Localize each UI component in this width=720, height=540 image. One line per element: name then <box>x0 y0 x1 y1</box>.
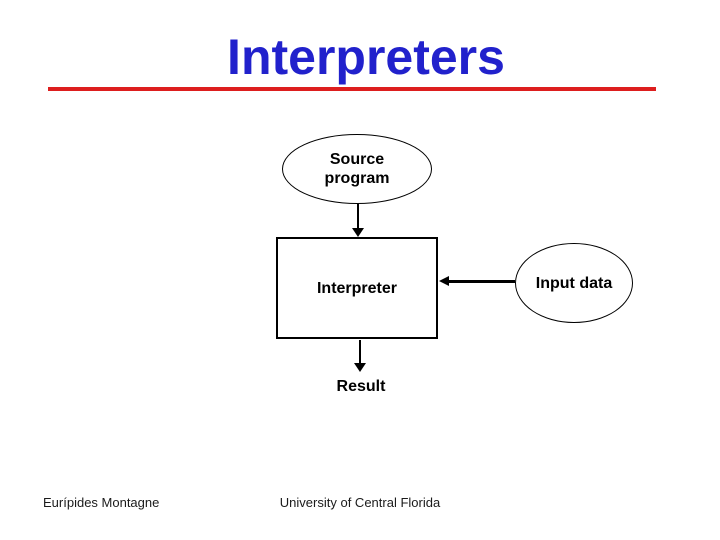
title-underline <box>48 87 656 91</box>
footer-author: Eurípides Montagne <box>43 495 160 510</box>
source-program-node: Source program <box>282 134 432 204</box>
arrow-down-icon <box>352 228 364 237</box>
slide-title: Interpreters <box>227 29 505 85</box>
interpreter-label: Interpreter <box>316 279 398 297</box>
arrow-down-icon <box>354 363 366 372</box>
footer-institution: University of Central Florida <box>279 495 441 510</box>
edge-source-to-interpreter-line <box>357 204 359 231</box>
arrow-left-icon <box>439 276 449 286</box>
input-data-label: Input data <box>535 274 613 292</box>
edge-interpreter-to-result-line <box>359 340 361 366</box>
edge-input-to-interpreter-line <box>448 280 515 283</box>
input-data-node: Input data <box>515 243 633 323</box>
source-program-label: Source program <box>324 151 390 187</box>
result-label: Result <box>336 378 386 395</box>
interpreter-node: Interpreter <box>276 237 438 339</box>
